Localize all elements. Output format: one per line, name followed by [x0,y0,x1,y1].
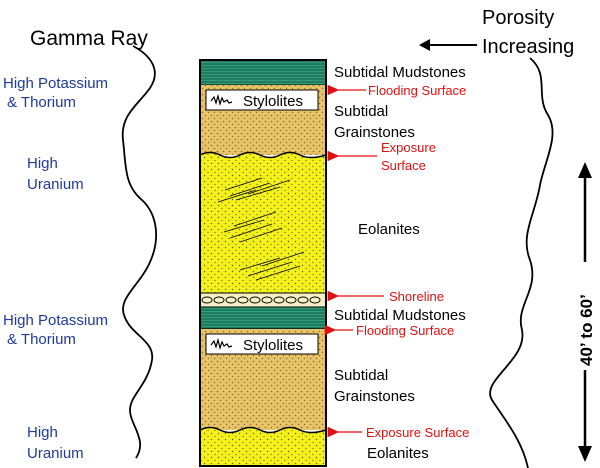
porosity-title: Porosity Increasing [482,7,574,58]
svg-text:Increasing: Increasing [482,36,574,58]
svg-text:Exposure Surface: Exposure Surface [366,425,469,440]
gamma-ray-title: Gamma Ray [30,27,148,50]
surface-exposure-upper: Exposure Surface [327,140,436,173]
svg-text:Grainstones: Grainstones [334,388,415,405]
unit-label-subtidal-grainstones-upper: Subtidal Grainstones [334,103,415,141]
svg-text:Exposure: Exposure [381,140,436,155]
svg-text:Flooding Surface: Flooding Surface [368,83,466,98]
surface-exposure-lower: Exposure Surface [327,425,469,440]
svg-text:Porosity: Porosity [482,7,554,29]
svg-text:Flooding Surface: Flooding Surface [356,323,454,338]
stylolite-box-upper: Stylolites [205,89,319,111]
svg-text:Uranium: Uranium [27,445,84,462]
mudstone-layer-lower [199,306,327,330]
svg-text:Uranium: Uranium [27,176,84,193]
svg-text:Subtidal: Subtidal [334,367,388,384]
gamma-label-2: High Uranium [27,155,84,193]
surface-flooding-lower: Flooding Surface [324,323,454,338]
arrow-left-icon [419,39,477,51]
thickness-label: 40’ to 60’ [577,294,596,366]
stylolite-icon [210,337,233,351]
svg-text:Subtidal: Subtidal [334,103,388,120]
svg-text:Surface: Surface [381,158,426,173]
unit-label-subtidal-mudstones-top: Subtidal Mudstones [334,64,466,81]
svg-text:High: High [27,155,58,172]
surface-shoreline: Shoreline [327,289,444,304]
unit-label-subtidal-mudstones-lower: Subtidal Mudstones [334,307,466,324]
svg-text:Stylolites: Stylolites [243,93,303,110]
unit-label-subtidal-grainstones-lower: Subtidal Grainstones [334,367,415,405]
gamma-label-4: High Uranium [27,424,84,462]
svg-text:High Potassium: High Potassium [3,312,108,329]
svg-text:High: High [27,424,58,441]
stylolite-box-lower: Stylolites [205,333,319,355]
svg-text:Shoreline: Shoreline [389,289,444,304]
svg-text:High Potassium: High Potassium [3,75,108,92]
unit-label-eolanites-lower: Eolanites [367,445,429,462]
cross-bedding [217,177,305,281]
svg-text:& Thorium: & Thorium [7,94,76,111]
svg-text:Stylolites: Stylolites [243,337,303,354]
stylolite-icon [210,93,233,107]
svg-text:Grainstones: Grainstones [334,124,415,141]
gamma-label-1: High Potassium & Thorium [3,75,108,111]
gamma-label-3: High Potassium & Thorium [3,312,108,348]
unit-label-eolanites-upper: Eolanites [358,221,420,238]
mudstone-layer-top [199,59,327,86]
gamma-ray-curve [121,45,157,459]
shoreline-layer [199,292,327,308]
porosity-curve [489,57,554,468]
svg-text:& Thorium: & Thorium [7,331,76,348]
strat-column: Stylolites Stylolites [199,59,327,467]
surface-flooding-upper: Flooding Surface [327,83,466,98]
double-arrow-vertical-icon [575,162,595,462]
shell-pattern [201,296,321,304]
